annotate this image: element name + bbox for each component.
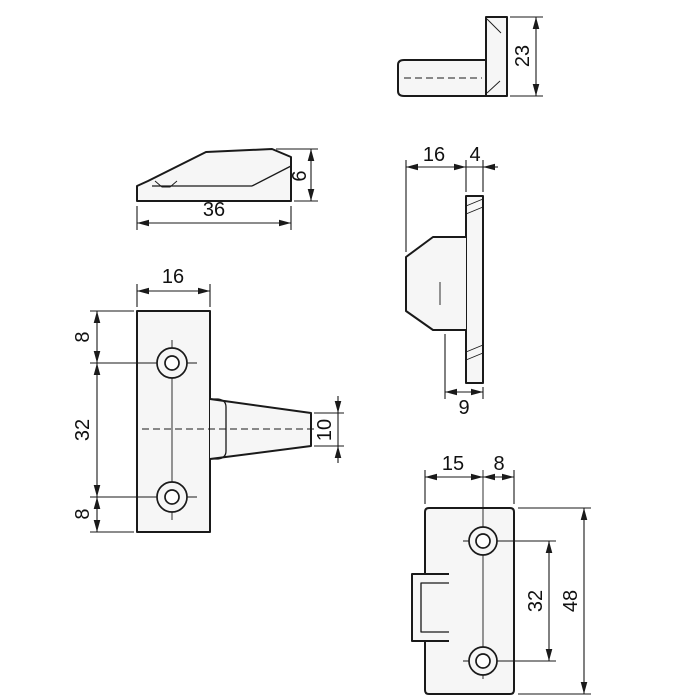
view-clip-side: 36 6 [136,148,318,230]
bracket-side-countersink-top-1 [465,198,484,207]
view-bracket-front: 15 8 32 48 [411,453,591,695]
bracket-hole-top [475,533,491,549]
clip-side-outline [136,148,292,202]
dim-label-32-clip: 32 [72,419,94,441]
bracket-front-hook-inner [420,582,449,633]
dim-label-16-depth: 16 [423,144,445,166]
bracket-top-chamfer-2 [486,80,501,94]
dim-label-8-bottom: 8 [72,508,94,519]
dim-label-9: 9 [458,397,469,419]
bracket-side-hook [405,236,466,331]
dim-label-8-right: 8 [493,453,504,475]
bracket-side-countersink-bottom-2 [465,352,484,361]
dim-label-16-width: 16 [162,266,184,288]
clip-hole-bottom [164,489,180,505]
dim-label-23: 23 [512,45,534,67]
view-bracket-top: 23 [397,16,543,97]
bracket-side-countersink-bottom-1 [465,344,484,353]
dim-label-4: 4 [469,144,480,166]
bracket-side-plate [465,195,484,384]
bracket-front-plate [424,507,515,695]
bracket-side-countersink-top-2 [465,206,484,215]
view-clip-front: 16 8 32 8 10 [72,266,344,533]
dim-label-32-bracket: 32 [525,590,547,612]
bracket-hole-bottom [475,653,491,669]
view-bracket-side: 16 4 9 [405,144,498,419]
dim-label-10: 10 [314,419,336,441]
dim-label-36: 36 [203,199,225,221]
clip-hole-top [164,355,180,371]
dim-label-48: 48 [560,590,582,612]
dim-label-6: 6 [289,170,311,181]
bracket-front-hook-outer [411,573,449,642]
clip-side-ramp-edge [251,165,292,187]
bracket-top-chamfer-1 [486,18,502,34]
dim-label-8-top: 8 [72,331,94,342]
clip-side-countersink [154,180,178,188]
clip-front-plate [136,310,211,533]
bracket-top-wall [485,16,508,97]
dim-label-15: 15 [442,453,464,475]
